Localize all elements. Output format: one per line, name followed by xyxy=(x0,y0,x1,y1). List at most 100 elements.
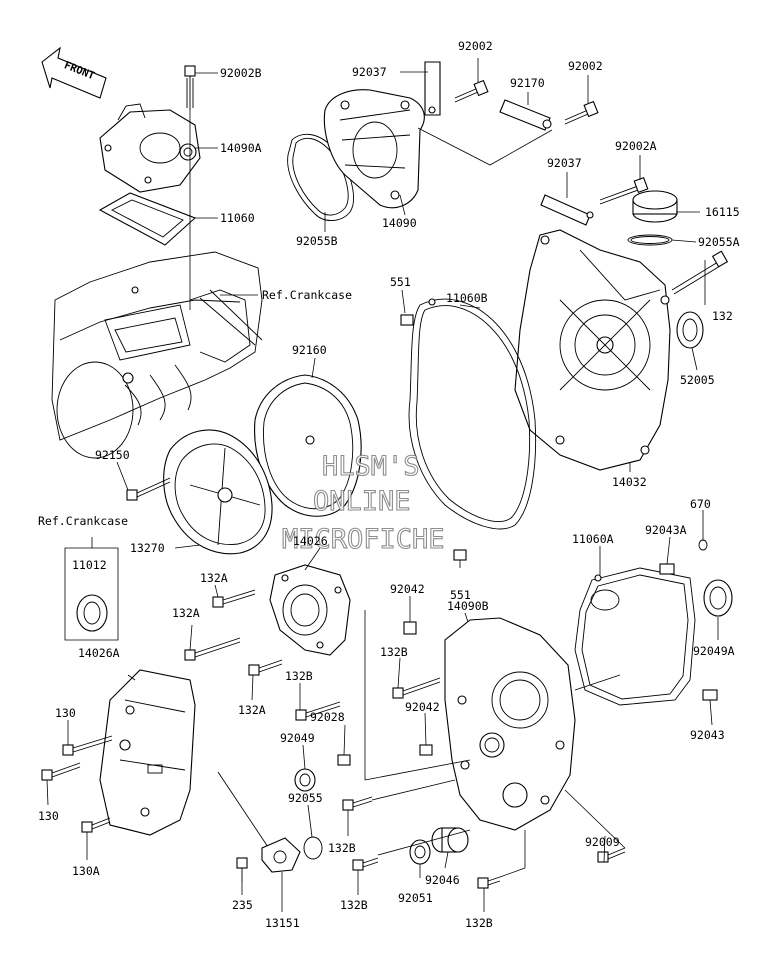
bolt-92002-right xyxy=(564,100,599,125)
seal-92049A xyxy=(703,579,733,617)
part-label: 132A xyxy=(200,571,228,585)
part-label: 92051 xyxy=(398,891,433,905)
cover-14090 xyxy=(323,89,425,209)
part-label: 14090A xyxy=(220,141,262,155)
part-label: 551 xyxy=(390,275,411,289)
plate-92037-top xyxy=(424,61,441,116)
part-label: 14032 xyxy=(612,475,647,489)
bolt-92009 xyxy=(597,847,626,863)
ref-crankcase-top: Ref.Crankcase xyxy=(262,288,352,302)
part-label: 92002 xyxy=(458,39,493,53)
bolt-92002A xyxy=(599,176,649,205)
part-label: 92002A xyxy=(615,139,657,153)
part-label: 16115 xyxy=(705,205,740,219)
part-label: 11060A xyxy=(572,532,614,546)
part-label: 551 xyxy=(450,588,471,602)
part-label: 14026A xyxy=(78,646,120,660)
part-label: 132B xyxy=(328,841,356,855)
part-label: 52005 xyxy=(680,373,715,387)
bolt-132A-1 xyxy=(212,589,256,608)
part-label: 92028 xyxy=(310,710,345,724)
part-label: 132B xyxy=(380,645,408,659)
part-label: 92042 xyxy=(405,700,440,714)
part-label: 132 xyxy=(712,309,733,323)
dipstick-13151 xyxy=(217,771,301,873)
part-label: 92049A xyxy=(693,644,735,658)
watermark-line-3: MICROFICHE xyxy=(282,524,445,555)
dowel-551-top xyxy=(400,314,414,326)
gasket-92160 xyxy=(254,374,362,517)
bolt-132B-5 xyxy=(477,876,501,889)
plug-92028 xyxy=(337,754,351,766)
part-label: 670 xyxy=(690,497,711,511)
cover-14090A xyxy=(99,103,201,193)
cover-14090B xyxy=(444,617,576,831)
gasket-11060B xyxy=(408,298,537,530)
bolt-92150 xyxy=(126,477,171,501)
bolt-132B-2 xyxy=(295,701,341,721)
plug-92043A xyxy=(659,563,675,575)
part-label: 14026 xyxy=(293,534,328,548)
cover-13270 xyxy=(163,429,273,555)
bolt-235 xyxy=(236,857,248,882)
bolt-92002-top xyxy=(454,79,489,103)
plug-92043 xyxy=(702,689,718,701)
seal-52005 xyxy=(676,311,704,349)
part-label: 92049 xyxy=(280,731,315,745)
part-label: 130 xyxy=(38,809,59,823)
plate-92037-mid xyxy=(540,194,594,226)
dowel-92042-1 xyxy=(403,621,417,635)
part-label: 13270 xyxy=(130,541,165,555)
watermark-line-2: ONLINE xyxy=(313,486,411,517)
part-label: 92009 xyxy=(585,835,620,849)
oring-92055 xyxy=(303,836,323,860)
part-label: 92043A xyxy=(645,523,687,537)
pin-92170 xyxy=(499,99,552,131)
bolt-130-2 xyxy=(41,762,81,781)
bolt-130A xyxy=(81,817,111,833)
part-label: 92046 xyxy=(425,873,460,887)
bolt-132B-3 xyxy=(342,796,373,811)
dowel-551-bottom xyxy=(453,549,467,561)
part-label: 11060 xyxy=(220,211,255,225)
part-label: 92043 xyxy=(690,728,725,742)
leader-lines xyxy=(46,58,719,912)
part-label: 11012 xyxy=(72,558,107,572)
part-label: 130 xyxy=(55,706,76,720)
part-label: 235 xyxy=(232,898,253,912)
gasket-11060A xyxy=(574,567,696,706)
bolt-132-right xyxy=(671,250,729,295)
part-label: 92150 xyxy=(95,448,130,462)
part-label: 14090B xyxy=(447,599,489,613)
part-label: 92037 xyxy=(352,65,387,79)
part-label: 92170 xyxy=(510,76,545,90)
part-label: 14090 xyxy=(382,216,417,230)
part-label: 132B xyxy=(465,916,493,930)
gasket-11060 xyxy=(98,192,197,246)
oil-seal-11012-box xyxy=(64,547,119,641)
washer-92051 xyxy=(409,839,431,865)
part-label: 92002 xyxy=(568,59,603,73)
part-label: 92055B xyxy=(296,234,338,248)
cover-14026A xyxy=(99,669,196,836)
part-label: 130A xyxy=(72,864,100,878)
seal-92049 xyxy=(294,768,316,792)
part-label: 92055 xyxy=(288,791,323,805)
oring-670 xyxy=(698,539,708,551)
part-label: 132A xyxy=(172,606,200,620)
crankcase-illustration xyxy=(51,251,263,459)
part-label: 92002B xyxy=(220,66,262,80)
part-label: 92055A xyxy=(698,235,740,249)
part-label: 92160 xyxy=(292,343,327,357)
bolt-92002B xyxy=(184,65,196,110)
bolt-132A-2 xyxy=(184,637,241,661)
ref-crankcase-left: Ref.Crankcase xyxy=(38,514,128,528)
gasket-92055B xyxy=(287,133,354,221)
bolt-132A-3 xyxy=(248,659,283,676)
part-label: 11060B xyxy=(446,291,488,305)
part-label: 132B xyxy=(285,669,313,683)
dowel-92042-2 xyxy=(419,744,433,756)
part-label: 13151 xyxy=(265,916,300,930)
part-label: 132A xyxy=(238,703,266,717)
